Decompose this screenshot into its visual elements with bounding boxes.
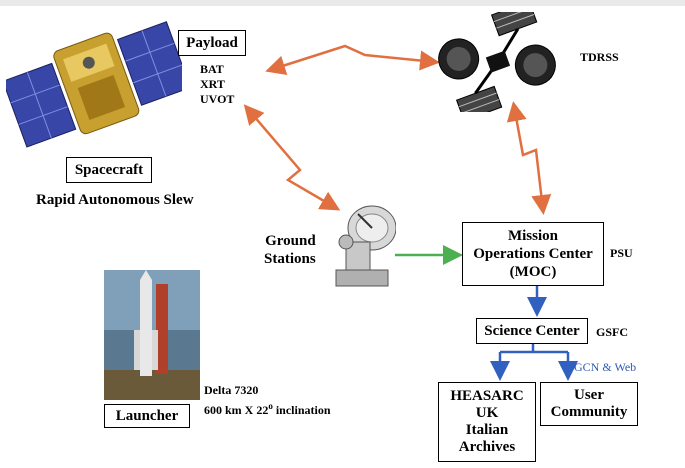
link-payload-ground <box>243 104 341 211</box>
spacecraft-image <box>6 21 182 148</box>
payload-box: Payload <box>178 30 246 56</box>
user-community-box: User Community <box>540 382 638 426</box>
instrument-bat: BAT <box>200 62 224 76</box>
spacecraft-caption: Rapid Autonomous Slew <box>36 192 194 208</box>
user-line1: User <box>574 387 604 403</box>
heasarc-line2: UK <box>475 405 499 421</box>
launcher-box: Launcher <box>104 404 190 428</box>
spacecraft-box: Spacecraft <box>66 157 152 183</box>
heasarc-line4: Archives <box>458 439 516 455</box>
link-payload-tdrss <box>265 44 440 75</box>
tdrss-label: TDRSS <box>580 50 619 64</box>
orbit-degree: o <box>268 401 273 411</box>
orbit-text: 600 km X 22 <box>204 403 269 417</box>
top-bar <box>0 0 685 6</box>
moc-line3: (MOC) <box>509 264 557 280</box>
heasarc-box: HEASARC UK Italian Archives <box>438 382 536 462</box>
launcher-details: Delta 7320 600 km X 22o inclination <box>204 382 331 418</box>
launcher-image <box>104 270 200 400</box>
instrument-uvot: UVOT <box>200 92 235 106</box>
ground-stations-label: Ground Stations <box>264 232 316 268</box>
heasarc-line3: Italian <box>465 422 509 438</box>
ground-line1: Ground <box>265 233 316 249</box>
tdrss-image <box>438 12 556 112</box>
user-line2: Community <box>550 404 628 420</box>
orbit-inclination: inclination <box>272 403 331 417</box>
instrument-xrt: XRT <box>200 77 225 91</box>
instrument-list: BAT XRT UVOT <box>200 62 234 107</box>
launcher-orbit: 600 km X 22o inclination <box>204 398 331 418</box>
moc-org-label: PSU <box>610 246 633 260</box>
link-tdrss-moc <box>506 101 552 215</box>
ground-line2: Stations <box>264 251 316 267</box>
ground-station-image <box>335 205 396 287</box>
link-science-split <box>498 344 570 375</box>
moc-line2: Operations Center <box>473 246 593 262</box>
heasarc-line1: HEASARC <box>450 388 524 404</box>
science-org-label: GSFC <box>596 325 629 339</box>
science-center-box: Science Center <box>476 318 588 344</box>
moc-line1: Mission <box>507 228 558 244</box>
moc-box: Mission Operations Center (MOC) <box>462 222 604 286</box>
gcn-web-label: GCN & Web <box>574 360 637 374</box>
launcher-vehicle: Delta 7320 <box>204 383 259 397</box>
